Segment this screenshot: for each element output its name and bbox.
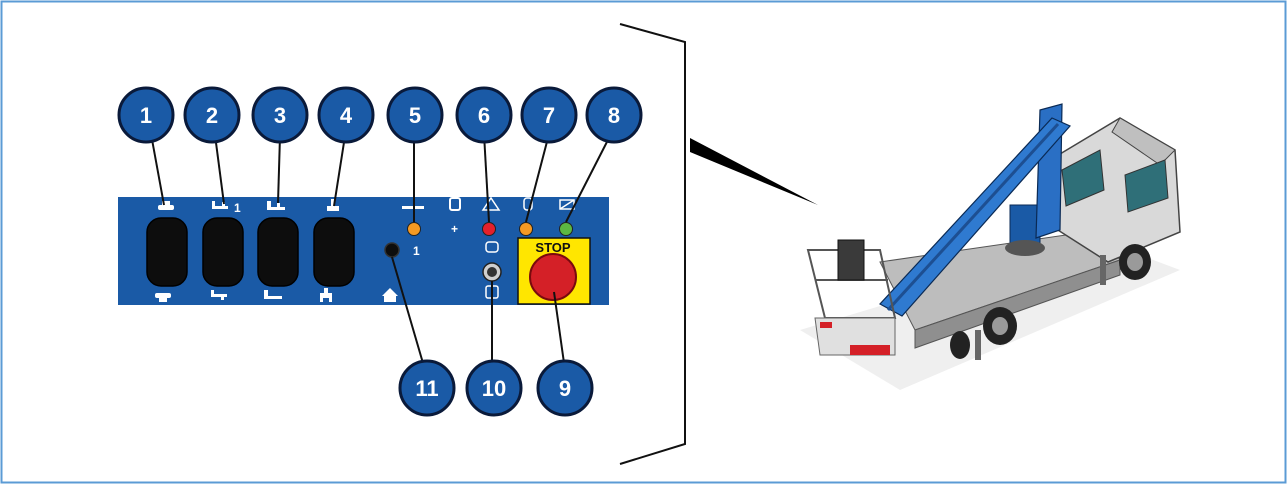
light-8-green <box>559 222 573 236</box>
turret-rotation-icon <box>327 199 339 211</box>
light-6-red <box>482 222 496 236</box>
lever2-suffix: 1 <box>234 201 241 215</box>
home-icon <box>382 288 398 302</box>
key-icon <box>449 197 461 211</box>
svg-text:6: 6 <box>478 103 490 128</box>
callout-6: 6 <box>455 86 513 144</box>
boom-lower-icon <box>264 290 282 299</box>
svg-text:10: 10 <box>482 376 506 401</box>
svg-text:11: 11 <box>415 376 438 401</box>
jib-retract-icon <box>211 290 227 300</box>
callout-7: 7 <box>520 86 578 144</box>
svg-text:1: 1 <box>140 103 152 128</box>
stop-label: STOP <box>535 240 570 255</box>
svg-text:9: 9 <box>559 376 571 401</box>
platform-rotation-down-icon <box>155 293 171 302</box>
svg-text:2: 2 <box>206 103 218 128</box>
socket[interactable] <box>384 242 400 258</box>
boom-lift-icon <box>267 201 285 210</box>
light-7-orange <box>519 222 533 236</box>
tilt-icon <box>523 197 533 211</box>
lever-4[interactable] <box>313 217 355 287</box>
platform-rotation-icon <box>158 201 174 210</box>
lever-3[interactable] <box>257 217 299 287</box>
callout-8: 8 <box>585 86 643 144</box>
callout-2: 2 <box>183 86 241 144</box>
svg-text:3: 3 <box>274 103 286 128</box>
svg-text:5: 5 <box>409 103 421 128</box>
light-5-orange <box>407 222 421 236</box>
callout-5: 5 <box>386 86 444 144</box>
socket-label: 1 <box>413 244 420 258</box>
callout-4: 4 <box>317 86 375 144</box>
turret-rotation-down-icon <box>320 288 332 302</box>
callout-10: 10 <box>465 359 523 417</box>
svg-text:4: 4 <box>340 103 353 128</box>
callout-11: 11 <box>398 359 456 417</box>
svg-text:7: 7 <box>543 103 555 128</box>
callout-9: 9 <box>536 359 594 417</box>
callout-3: 3 <box>251 86 309 144</box>
truck-illustration <box>800 103 1181 390</box>
bracket <box>619 23 686 465</box>
lever-1[interactable] <box>146 217 188 287</box>
callout-1: 1 <box>117 86 175 144</box>
pointer-wedge <box>690 138 818 205</box>
lever-2[interactable] <box>202 217 244 287</box>
light-cluster-sign: + <box>451 222 458 236</box>
svg-text:8: 8 <box>608 103 620 128</box>
